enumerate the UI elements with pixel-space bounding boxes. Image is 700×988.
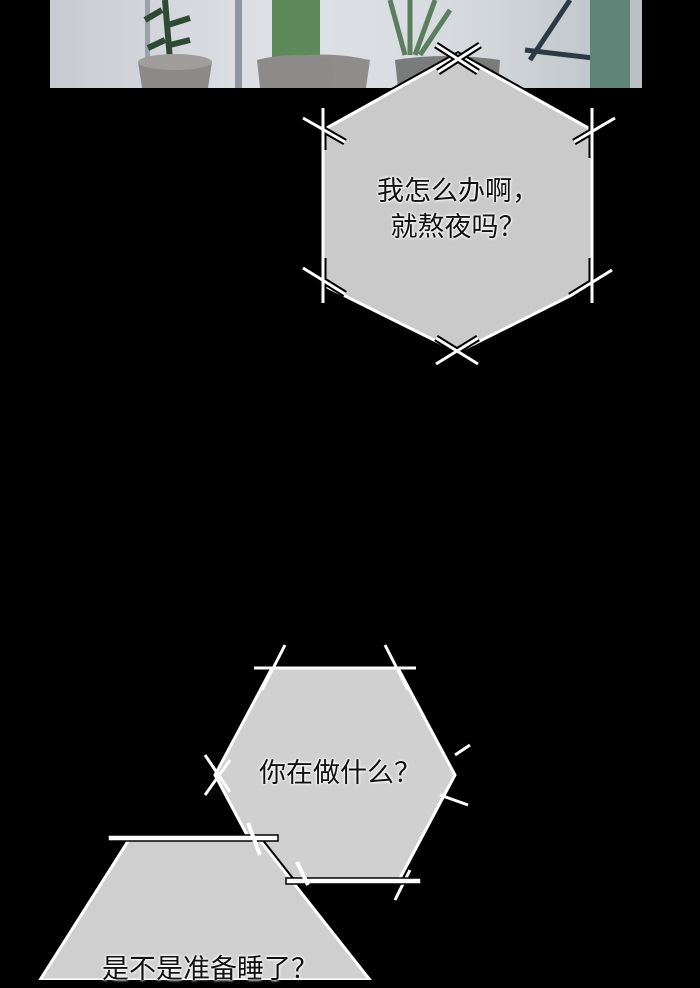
bubble-bottom-text: 是不是准备睡了？ [102, 954, 318, 985]
bubble-top-line-2: 就熬夜吗？ [390, 212, 526, 243]
plant-left [138, 0, 212, 88]
bubble-middle-text: 你在做什么？ [259, 758, 421, 789]
bubble-top-text: 我怎么办啊， 就熬夜吗？ [340, 174, 576, 246]
bubble-top-line-1: 我怎么办啊， [377, 176, 539, 207]
hexagon-bubble-middle [203, 644, 471, 901]
plant-middle [257, 0, 370, 88]
hexagon-bubble-bottom [35, 822, 422, 980]
hexagon-bubble-top [301, 42, 617, 367]
